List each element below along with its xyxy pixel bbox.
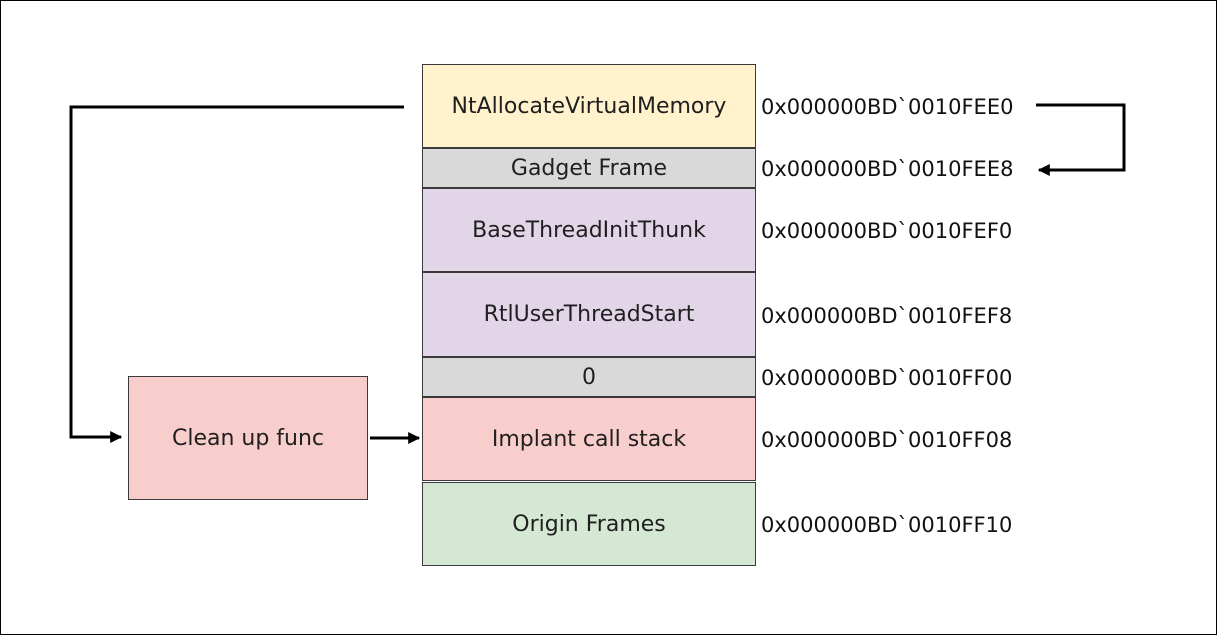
- stack-frame-rtluserthreadstart: RtlUserThreadStart: [422, 272, 756, 357]
- frame-label: 0: [582, 364, 596, 390]
- stack-frame-implant-call-stack: Implant call stack: [422, 397, 756, 481]
- stack-frame-origin-frames: Origin Frames: [422, 482, 756, 566]
- address-label: 0x000000BD`0010FF00: [761, 366, 1013, 390]
- arrow-ntallocate-to-cleanup: [69, 105, 404, 443]
- address-label: 0x000000BD`0010FF08: [761, 428, 1013, 452]
- address-label: 0x000000BD`0010FF10: [761, 513, 1013, 537]
- cleanup-func-box: Clean up func: [128, 376, 368, 500]
- stack-frame-ntallocatevirtualmemory: NtAllocateVirtualMemory: [422, 64, 756, 148]
- stack-frame-basethreadinitthunk: BaseThreadInitThunk: [422, 188, 756, 272]
- arrow-fee0-to-fee8: [1036, 103, 1126, 176]
- stack-frame-zero: 0: [422, 357, 756, 397]
- frame-label: NtAllocateVirtualMemory: [451, 93, 727, 119]
- address-label: 0x000000BD`0010FEE8: [761, 157, 1014, 181]
- address-label: 0x000000BD`0010FEF0: [761, 219, 1013, 243]
- cleanup-label: Clean up func: [171, 425, 325, 451]
- frame-label: Implant call stack: [491, 426, 687, 452]
- address-label: 0x000000BD`0010FEE0: [761, 95, 1014, 119]
- frame-label: RtlUserThreadStart: [483, 302, 695, 327]
- address-label: 0x000000BD`0010FEF8: [761, 304, 1013, 328]
- frame-label: BaseThreadInitThunk: [472, 217, 706, 243]
- frame-label: Gadget Frame: [510, 155, 668, 181]
- frame-label: Origin Frames: [512, 511, 666, 537]
- stack-frame-gadget: Gadget Frame: [422, 148, 756, 188]
